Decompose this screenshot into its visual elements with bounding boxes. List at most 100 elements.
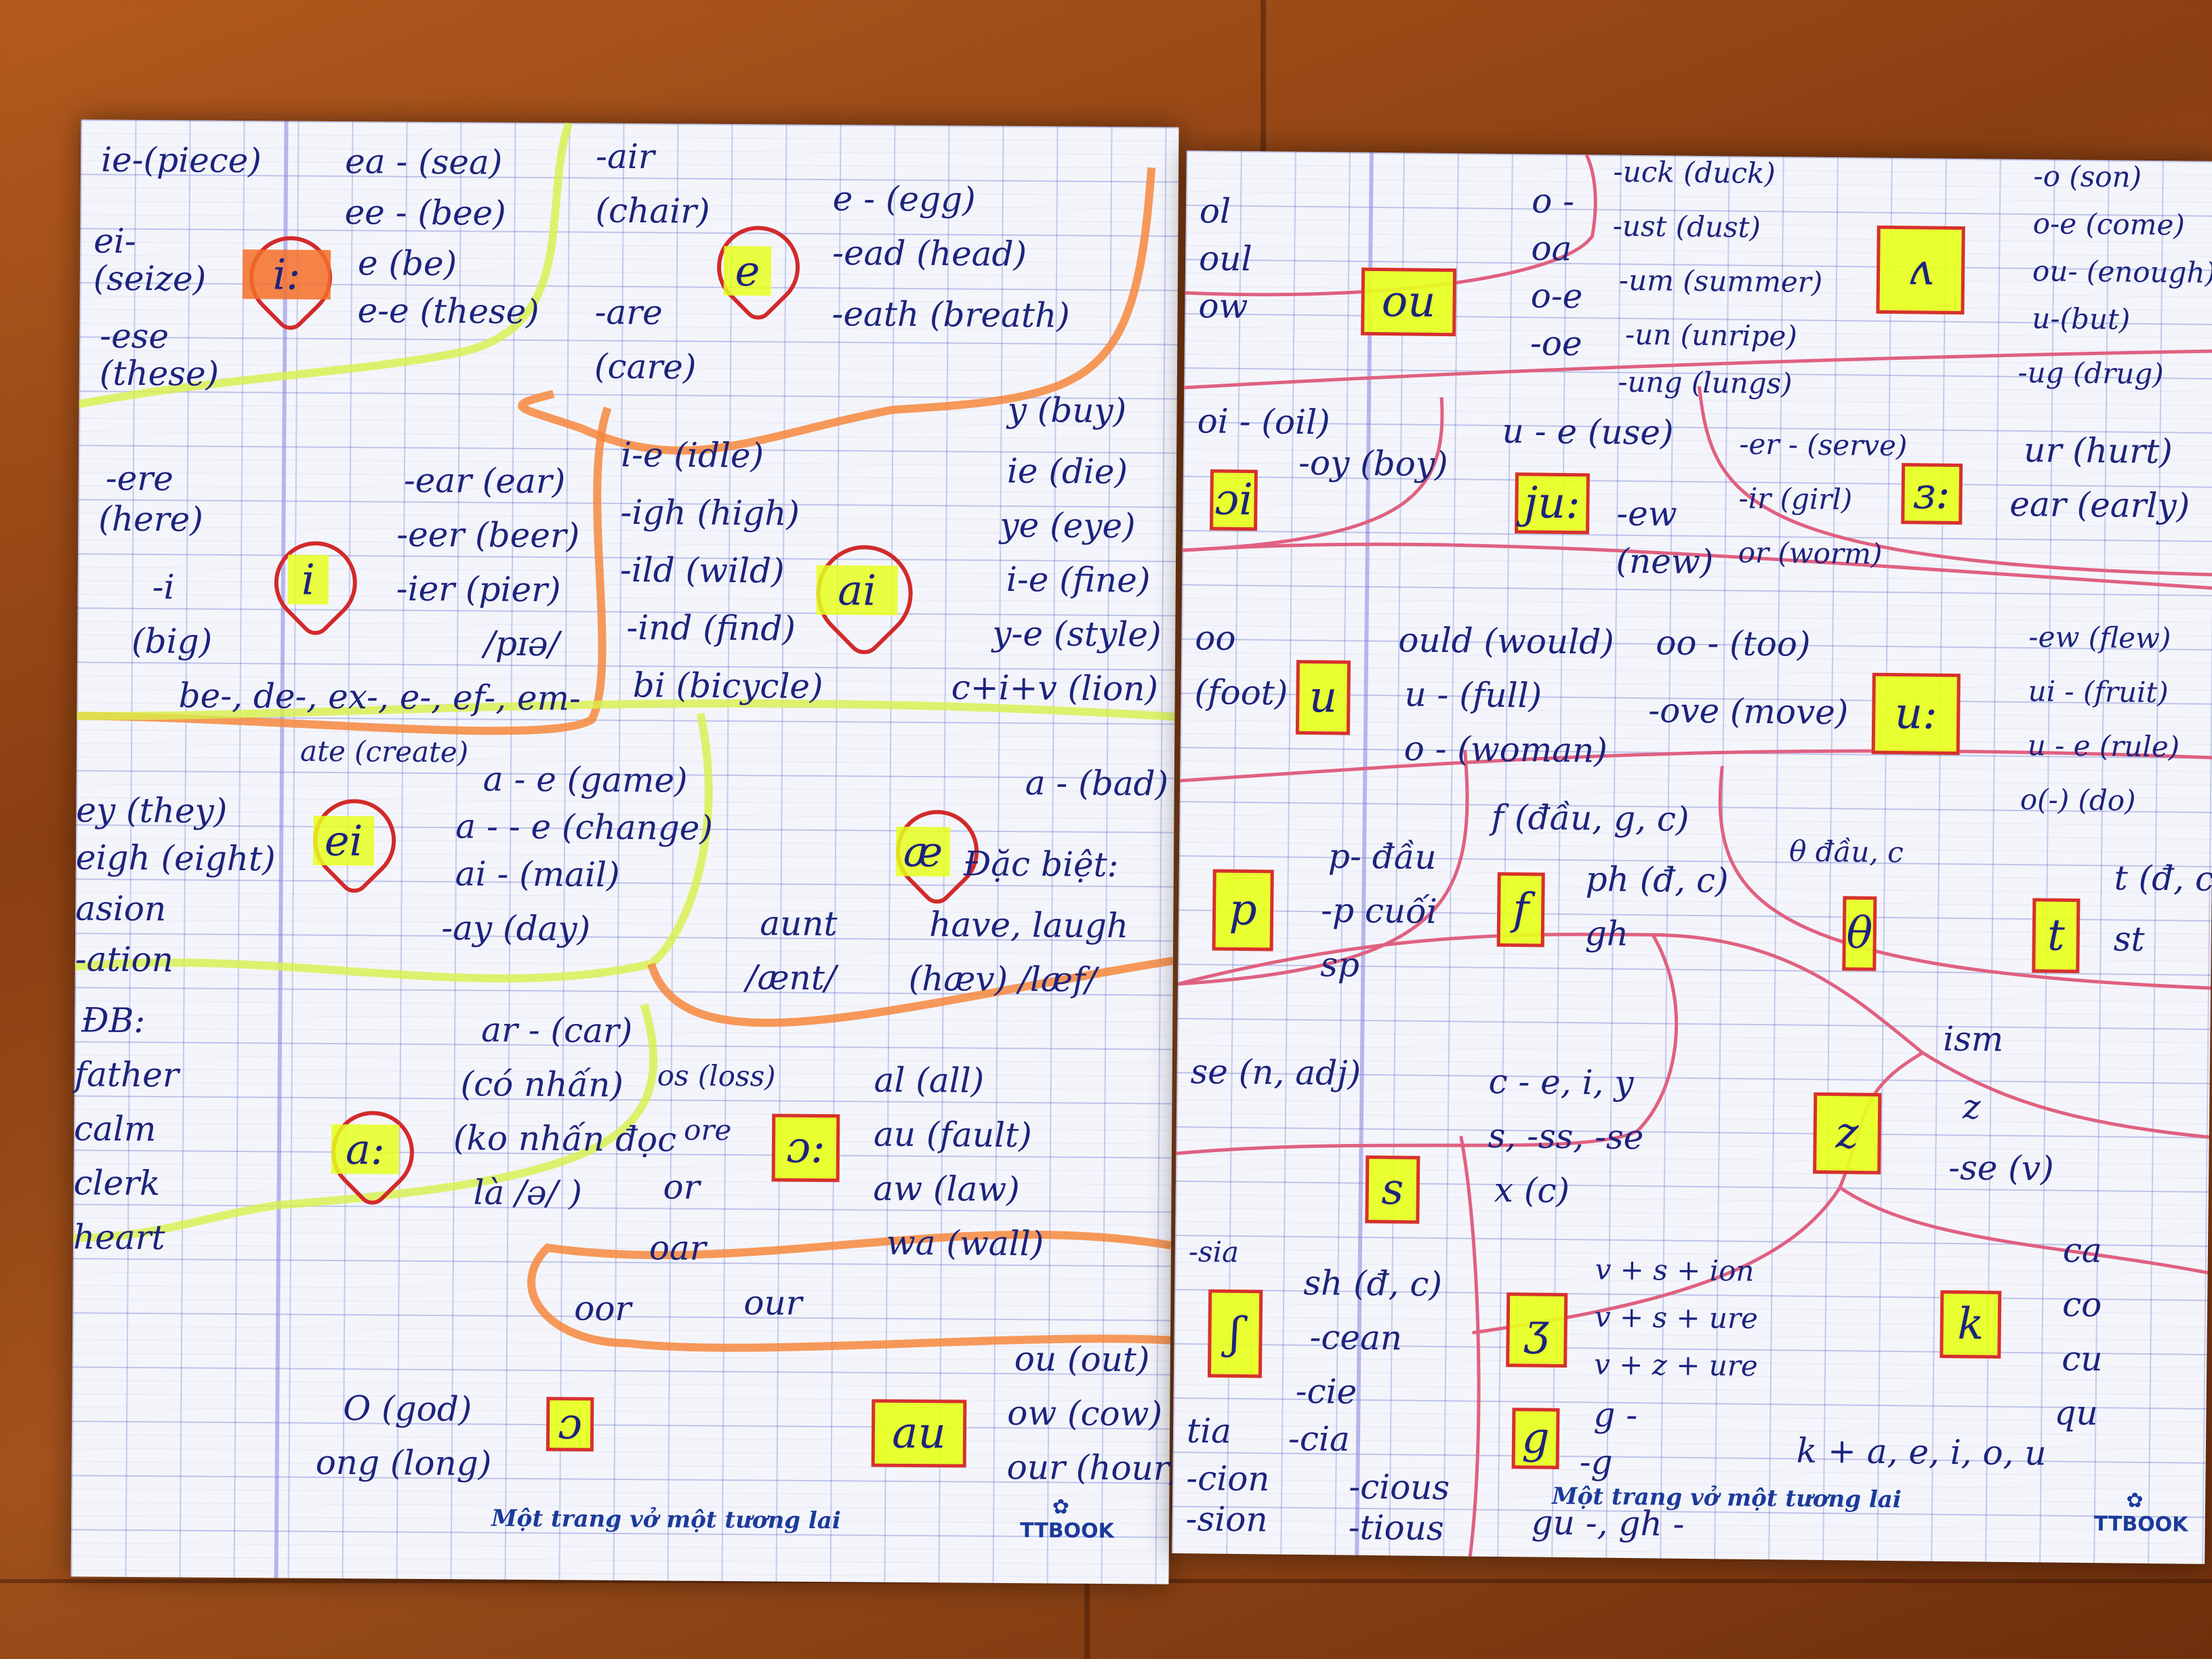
spelling-item: cu <box>2061 1338 2103 1379</box>
page-slogan: Một trang vở một tương lai <box>491 1504 841 1535</box>
spelling-item: -er - (serve) <box>1739 427 1908 463</box>
spelling-item: u - e (use) <box>1502 411 1674 453</box>
spelling-item: -cie <box>1295 1371 1357 1412</box>
spelling-item: v + s + ure <box>1594 1300 1759 1335</box>
spelling-item: -are <box>594 292 663 333</box>
spelling-item: heart <box>73 1217 165 1258</box>
phoneme-f: f <box>1496 872 1545 947</box>
spelling-item: (có nhấn) <box>460 1064 624 1105</box>
spelling-item: have, laugh <box>929 905 1129 946</box>
phoneme-th: θ <box>1842 896 1877 971</box>
spelling-item: /ænt/ <box>745 958 836 998</box>
spelling-item: -sia <box>1188 1235 1240 1269</box>
spelling-item: bi (bicycle) <box>632 665 823 707</box>
spelling-item: -un (unripe) <box>1624 317 1798 353</box>
spelling-item: oo <box>1195 618 1236 658</box>
spelling-item: o-e (come) <box>2032 207 2186 242</box>
spelling-item: be-, de-, ex-, e-, ef-, em- <box>178 676 581 718</box>
spelling-item: -air <box>595 136 655 177</box>
spelling-item: (care) <box>594 346 697 387</box>
spelling-item: o(-) (do) <box>2020 783 2136 817</box>
spelling-item: ou (out) <box>1014 1339 1150 1380</box>
spelling-item: tia <box>1186 1411 1232 1451</box>
spelling-item: -ew (flew) <box>2028 620 2171 655</box>
spelling-item: ould (would) <box>1398 620 1614 662</box>
spelling-item: ear (early) <box>2009 484 2190 526</box>
spelling-item: e-e (these) <box>357 291 539 332</box>
spelling-item: (ko nhấn đọc <box>453 1118 677 1160</box>
spelling-item: -ild (wild) <box>619 550 785 591</box>
spelling-item: ee - (bee) <box>344 192 506 233</box>
spelling-item: -ust (dust) <box>1612 209 1761 244</box>
phoneme-u: u <box>1295 659 1351 735</box>
spelling-item: (chair) <box>595 190 710 231</box>
spelling-item: g - <box>1593 1395 1638 1435</box>
spelling-item: -ear (ear) <box>403 460 566 501</box>
spelling-item: -ese <box>100 316 169 356</box>
notebook-page-right: ou ol oul ow o - oa o-e -oe ʌ -uck (duck… <box>1172 150 2212 1564</box>
spelling-item: ei- <box>94 221 136 261</box>
spelling-item: oi - (oil) <box>1197 401 1330 443</box>
spelling-item: -ind (find) <box>626 608 796 649</box>
spelling-item: ism <box>1942 1019 2004 1059</box>
spelling-item: u - (full) <box>1404 674 1542 716</box>
spelling-item: clerk <box>73 1163 161 1204</box>
spelling-item: qu <box>2054 1393 2098 1433</box>
spelling-item: ea - (sea) <box>344 142 503 182</box>
spelling-item: oar <box>649 1228 706 1268</box>
section-dividers <box>73 121 1175 1352</box>
spelling-item: -ew <box>1616 493 1677 534</box>
spelling-item: -cious <box>1348 1467 1450 1508</box>
section-dividers <box>1176 154 2212 1557</box>
spelling-item: ore <box>683 1113 732 1147</box>
spelling-item: -ay (day) <box>441 908 591 949</box>
spelling-item: e - (egg) <box>832 179 976 220</box>
spelling-item: our <box>743 1283 802 1323</box>
phoneme-e: e <box>723 245 772 296</box>
spelling-item: v + s + ion <box>1595 1252 1755 1288</box>
phoneme-er: ɜ: <box>1901 463 1963 525</box>
spelling-item: o - (woman) <box>1404 729 1608 771</box>
spelling-item: v + z + ure <box>1593 1347 1759 1383</box>
phoneme-k: k <box>1940 1290 2002 1359</box>
spelling-item: -se (v) <box>1948 1147 2054 1189</box>
spelling-item: ai - (mail) <box>455 854 620 895</box>
spelling-item: -ation <box>75 939 174 980</box>
spelling-item: ou- (enough) <box>2032 254 2212 289</box>
phoneme-ou: ou <box>1361 267 1457 337</box>
phoneme-t: t <box>2032 898 2081 973</box>
spelling-item: ow (cow) <box>1007 1393 1163 1434</box>
spelling-item: t (đ, c) <box>2114 858 2212 899</box>
spelling-item: ol <box>1199 191 1231 231</box>
spelling-item: ĐB: <box>81 1000 146 1041</box>
spelling-item: (hæv) /læf/ <box>908 958 1097 1000</box>
spelling-item: -oy (boy) <box>1298 443 1448 485</box>
phoneme-sh: ʃ <box>1207 1289 1263 1378</box>
spelling-item: ca <box>2062 1230 2103 1271</box>
phoneme-s: s <box>1365 1155 1420 1224</box>
logo-icon: ✿ <box>2126 1488 2144 1513</box>
notebook-page-left: i: ie-(piece) ei- (seize) -ese (these) e… <box>70 119 1183 1584</box>
spelling-item: c - e, i, y <box>1488 1061 1634 1103</box>
spelling-item: oor <box>574 1288 632 1329</box>
spelling-item: f (đầu, g, c) <box>1491 797 1689 839</box>
phoneme-o: ɔ <box>546 1397 594 1452</box>
spelling-item: -cean <box>1309 1317 1403 1358</box>
phoneme-g: g <box>1511 1408 1560 1469</box>
spelling-item: x (c) <box>1494 1170 1570 1211</box>
spelling-item: our (hour) <box>1006 1447 1183 1488</box>
spelling-item: -um (summer) <box>1618 263 1823 299</box>
spelling-item: aw (law) <box>873 1168 1020 1210</box>
spelling-item: -oe <box>1530 323 1582 364</box>
brand-logo: ✿TTBOOK <box>2093 1488 2188 1537</box>
spelling-item: oul <box>1198 239 1252 279</box>
spelling-item: -igh (high) <box>620 492 800 533</box>
spelling-item: e (be) <box>357 243 457 284</box>
phoneme-oo: ɔ: <box>771 1113 840 1183</box>
spelling-item: (seize) <box>93 258 207 299</box>
spelling-item: -ier (pier) <box>396 569 561 610</box>
spelling-item: (foot) <box>1194 672 1288 713</box>
phoneme-zh: ʒ <box>1506 1292 1568 1368</box>
spelling-item: st <box>2113 919 2145 959</box>
spelling-item: ong (long) <box>315 1442 492 1483</box>
